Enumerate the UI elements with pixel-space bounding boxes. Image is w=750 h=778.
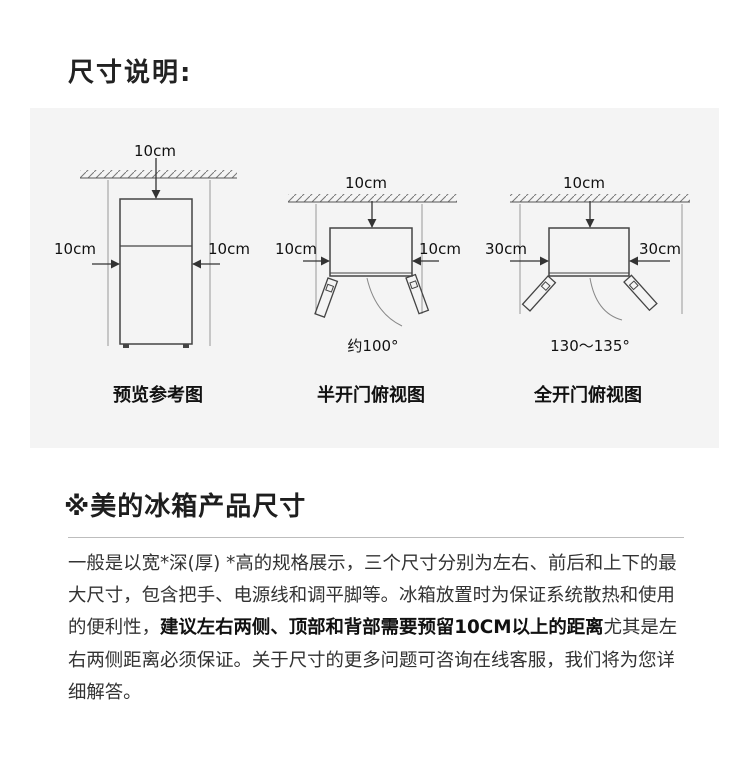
back-wall-hatch (510, 194, 690, 202)
preview-diagram: 10cm 10cm 10cm 预览参考图 (54, 142, 250, 406)
fridge-foot-left (123, 344, 129, 348)
left-clearance-label: 10cm (275, 240, 317, 258)
left-door (314, 277, 339, 318)
diagram-caption: 半开门俯视图 (317, 384, 425, 406)
top-clearance-label: 10cm (345, 174, 387, 192)
dimension-diagrams-svg: 10cm 10cm 10cm 预览参考图 10cm (54, 142, 690, 406)
description-emphasis: 建议左右两侧、顶部和背部需要预留10CM以上的距离 (159, 617, 604, 639)
left-clearance-label: 10cm (54, 240, 96, 258)
right-door (623, 274, 658, 312)
fridge-body-top (329, 227, 413, 277)
diagram-caption: 预览参考图 (113, 384, 203, 406)
section-title: ※美的冰箱产品尺寸 (64, 492, 307, 522)
section-divider (68, 537, 684, 538)
half-open-diagram: 10cm 10cm 10cm 约100° 半开门俯视图 (275, 174, 461, 406)
top-clearance-label: 10cm (134, 142, 176, 160)
door-angle-label: 约100° (347, 337, 398, 355)
left-clearance-label: 30cm (485, 240, 527, 258)
description-text-continued: 尤其是左右两侧距离必须保证。关于尺寸的更多问题可咨询在线客服，我们将为您详细解答… (68, 617, 678, 703)
left-door (521, 275, 557, 312)
description-text: 一般是以宽*深(厚) *高的规格展示，三个尺寸分别为左右、前后和上下的最大尺寸，… (68, 553, 677, 639)
top-clearance-label: 10cm (563, 174, 605, 192)
fridge-body-top (548, 227, 630, 277)
ceiling-hatch (80, 170, 237, 178)
right-clearance-label: 30cm (639, 240, 681, 258)
diagram-caption: 全开门俯视图 (533, 384, 642, 406)
page-heading: 尺寸说明: (68, 58, 193, 88)
door-swing-arc (589, 277, 623, 321)
fridge-foot-right (183, 344, 189, 348)
right-clearance-label: 10cm (208, 240, 250, 258)
right-door (405, 273, 430, 315)
door-angle-label: 130～135° (550, 337, 630, 355)
door-swing-arc (366, 277, 403, 327)
dimension-diagram-panel: 10cm 10cm 10cm 预览参考图 10cm (30, 108, 719, 448)
full-open-diagram: 10cm 30cm 30cm 130～135° 全开门俯视图 (485, 174, 690, 406)
back-wall-hatch (288, 194, 457, 202)
right-clearance-label: 10cm (419, 240, 461, 258)
description-paragraph: 一般是以宽*深(厚) *高的规格展示，三个尺寸分别为左右、前后和上下的最大尺寸，… (68, 548, 692, 709)
fridge-front (119, 198, 193, 345)
